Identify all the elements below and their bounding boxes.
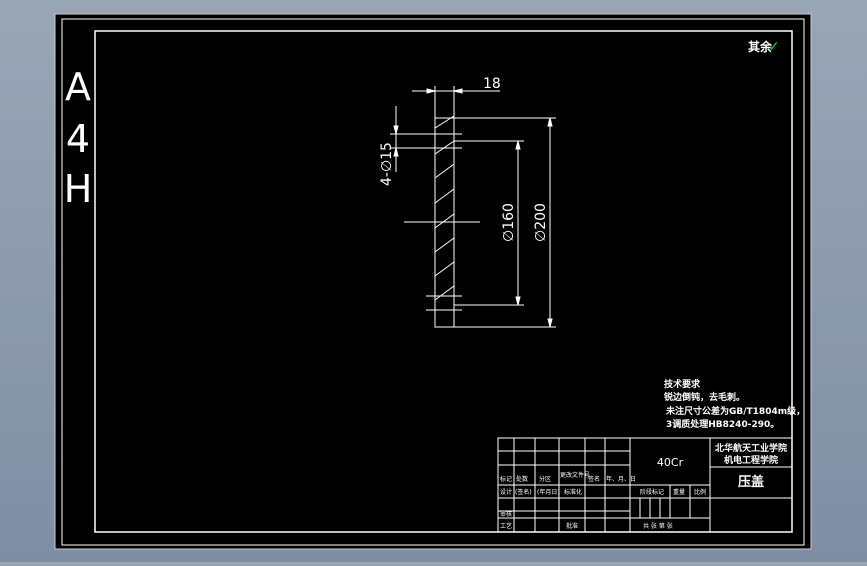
tech-req-line-3: 3调质处理HB8240-290。 <box>666 418 779 430</box>
outer-frame <box>61 18 805 546</box>
dim-outer-diameter: ∅200 <box>533 203 549 242</box>
title-block-labels: 标记 处数 分区 更改文件号 签名 年、月、日 设计 (签名) (年月日) 标准… <box>500 471 706 530</box>
label-standard: 标准化 <box>564 488 582 496</box>
title-block <box>497 437 793 533</box>
tech-req-line-2: 未注尺寸公差为GB/T1804m级， <box>665 405 805 417</box>
roughness-note: 其余 <box>748 39 773 54</box>
drawing-area <box>54 13 812 550</box>
label-design: 设计 <box>500 488 512 496</box>
label-signature: 签名 <box>588 475 600 483</box>
department-name: 机电工程学院 <box>724 454 778 466</box>
tech-req-line-1: 锐边倒钝，去毛刺。 <box>664 391 745 403</box>
label-mark: 标记 <box>500 475 512 483</box>
dim-thickness: 18 <box>483 76 501 92</box>
label-scale: 比例 <box>694 488 706 496</box>
side-label-h: H <box>64 167 93 211</box>
label-stage-mark: 阶段标记 <box>640 488 664 496</box>
label-sheet-total: 共 张 第 张 <box>643 522 673 530</box>
side-label-a: A <box>65 65 91 109</box>
roughness-symbol-icon: ✓ <box>768 39 780 55</box>
label-sign-paren: (签名) <box>515 488 532 496</box>
part-name: 压盖 <box>738 474 764 490</box>
part-section-view <box>390 86 556 328</box>
label-count: 处数 <box>516 475 528 483</box>
inner-frame <box>94 30 793 533</box>
label-zone: 分区 <box>539 475 551 483</box>
tech-req-heading: 技术要求 <box>664 378 701 390</box>
label-change-doc: 更改文件号 <box>560 471 590 479</box>
label-audit: 审核 <box>500 510 512 518</box>
label-weight: 重量 <box>673 488 685 496</box>
label-process: 工艺 <box>500 522 512 530</box>
dim-holes: 4-∅15 <box>379 142 395 186</box>
label-date: 年、月、日 <box>606 475 636 483</box>
institution-name: 北华航天工业学院 <box>715 442 787 454</box>
side-label-4: 4 <box>66 117 90 161</box>
material-label: 40Cr <box>657 456 684 469</box>
label-date-paren: (年月日) <box>537 488 560 496</box>
dim-inner-diameter: ∅160 <box>501 203 517 242</box>
label-approve: 批准 <box>566 522 578 530</box>
